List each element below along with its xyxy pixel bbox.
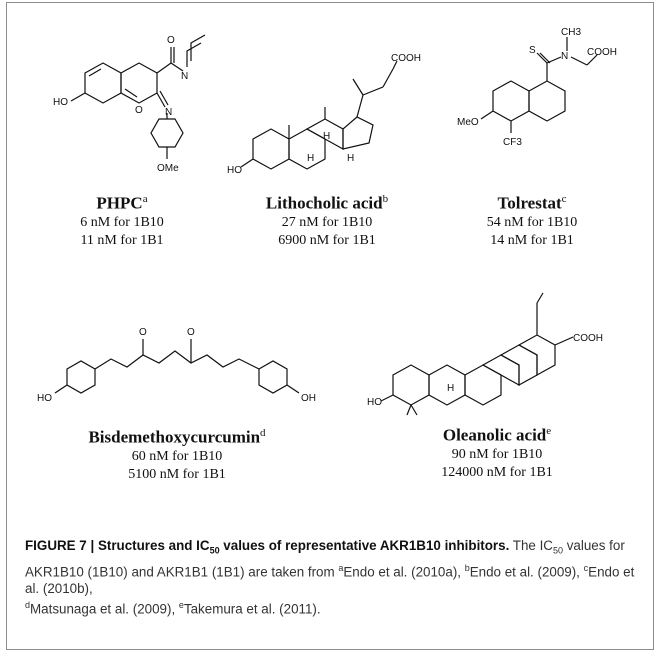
- ic50-1b1: 14 nM for 1B1: [490, 232, 574, 248]
- figure-frame: HO O O N N OMe PHPCa 6 nM for 1B10 11 nM…: [6, 2, 654, 650]
- tolrestat-ch3-label: CH3: [561, 27, 581, 38]
- compound-name: Bisdemethoxycurcumind: [88, 427, 266, 447]
- compound-oleanolic-acid: HO COOH H Oleanolic acide 90 nM for 1B10…: [367, 243, 627, 482]
- curcumin-o-label-2: O: [187, 327, 195, 338]
- tolrestat-n-label: N: [561, 51, 568, 62]
- oleanolic-h-label: H: [447, 383, 454, 394]
- phpc-nh-label: N: [181, 71, 188, 82]
- phpc-ho-label: HO: [53, 97, 68, 108]
- ic50-1b10: 90 nM for 1B10: [451, 446, 543, 462]
- ic50-1b10: 54 nM for 1B10: [486, 214, 578, 230]
- phpc-ome-label: OMe: [157, 163, 179, 174]
- compound-name: Lithocholic acidb: [265, 193, 389, 213]
- phpc-o-label: O: [135, 105, 143, 116]
- curcumin-ho-label: HO: [37, 393, 52, 404]
- phpc-structure: HO O O N N OMe: [53, 34, 206, 174]
- curcumin-oh-label: OH: [301, 393, 316, 404]
- phpc-n-label: N: [165, 107, 172, 118]
- compound-tolrestat: S N CH3 COOH MeO CF3 Tolrestatc 54 nM fo…: [447, 21, 617, 250]
- ic50-1b1: 5100 nM for 1B1: [128, 466, 226, 482]
- ref-link[interactable]: Endo et al. (2010a),: [343, 564, 465, 580]
- compound-phpc: HO O O N N OMe PHPCa 6 nM for 1B10 11 nM…: [37, 21, 207, 250]
- lithocholic-structure: HO COOH H H H: [227, 53, 421, 176]
- compound-name: PHPCa: [96, 193, 148, 213]
- tolrestat-cf3-label: CF3: [503, 137, 522, 148]
- oleanolic-structure: HO COOH H: [367, 292, 603, 416]
- bisdemethoxycurcumin-structure: HO OH O O: [37, 327, 316, 404]
- ref-link[interactable]: Endo et al. (2010b),: [25, 564, 635, 597]
- tolrestat-cooh-label: COOH: [587, 47, 617, 58]
- litho-h-label-1: H: [323, 131, 330, 142]
- compound-name: Tolrestatc: [497, 193, 567, 213]
- ic50-1b10: 27 nM for 1B10: [281, 214, 373, 230]
- litho-cooh-label: COOH: [391, 53, 421, 64]
- ref-link[interactable]: Takemura et al. (2011).: [183, 601, 321, 617]
- ic50-1b1: 124000 nM for 1B1: [441, 464, 553, 480]
- ref-link[interactable]: Matsunaga et al. (2009),: [30, 601, 179, 617]
- ic50-1b10: 6 nM for 1B10: [80, 214, 164, 230]
- caption-title: FIGURE 7 | Structures and IC50 values of…: [25, 538, 510, 556]
- ic50-1b1: 11 nM for 1B1: [80, 232, 164, 248]
- oleanolic-cooh-label: COOH: [573, 333, 603, 344]
- compound-name: Oleanolic acide: [442, 425, 552, 445]
- tolrestat-structure: S N CH3 COOH MeO CF3: [457, 27, 617, 148]
- litho-h-label-2: H: [307, 153, 314, 164]
- ref-link[interactable]: Endo et al. (2009),: [469, 564, 584, 580]
- tolrestat-s-label: S: [529, 45, 536, 56]
- tolrestat-meo-label: MeO: [457, 117, 479, 128]
- ic50-1b1: 6900 nM for 1B1: [278, 232, 376, 248]
- oleanolic-ho-label: HO: [367, 397, 382, 408]
- litho-ho-label: HO: [227, 165, 242, 176]
- compound-lithocholic-acid: HO COOH H H H Lithocholic acidb 27 nM fo…: [227, 21, 427, 250]
- compound-bisdemethoxycurcumin: HO OH O O Bisdemethoxycurcumind 60 nM fo…: [27, 285, 327, 484]
- litho-h-label-3: H: [347, 153, 354, 164]
- ic50-1b10: 60 nM for 1B10: [131, 448, 223, 464]
- curcumin-o-label-1: O: [139, 327, 147, 338]
- figure-caption: FIGURE 7 | Structures and IC50 values of…: [25, 538, 635, 617]
- phpc-amide-o-label: O: [167, 35, 175, 46]
